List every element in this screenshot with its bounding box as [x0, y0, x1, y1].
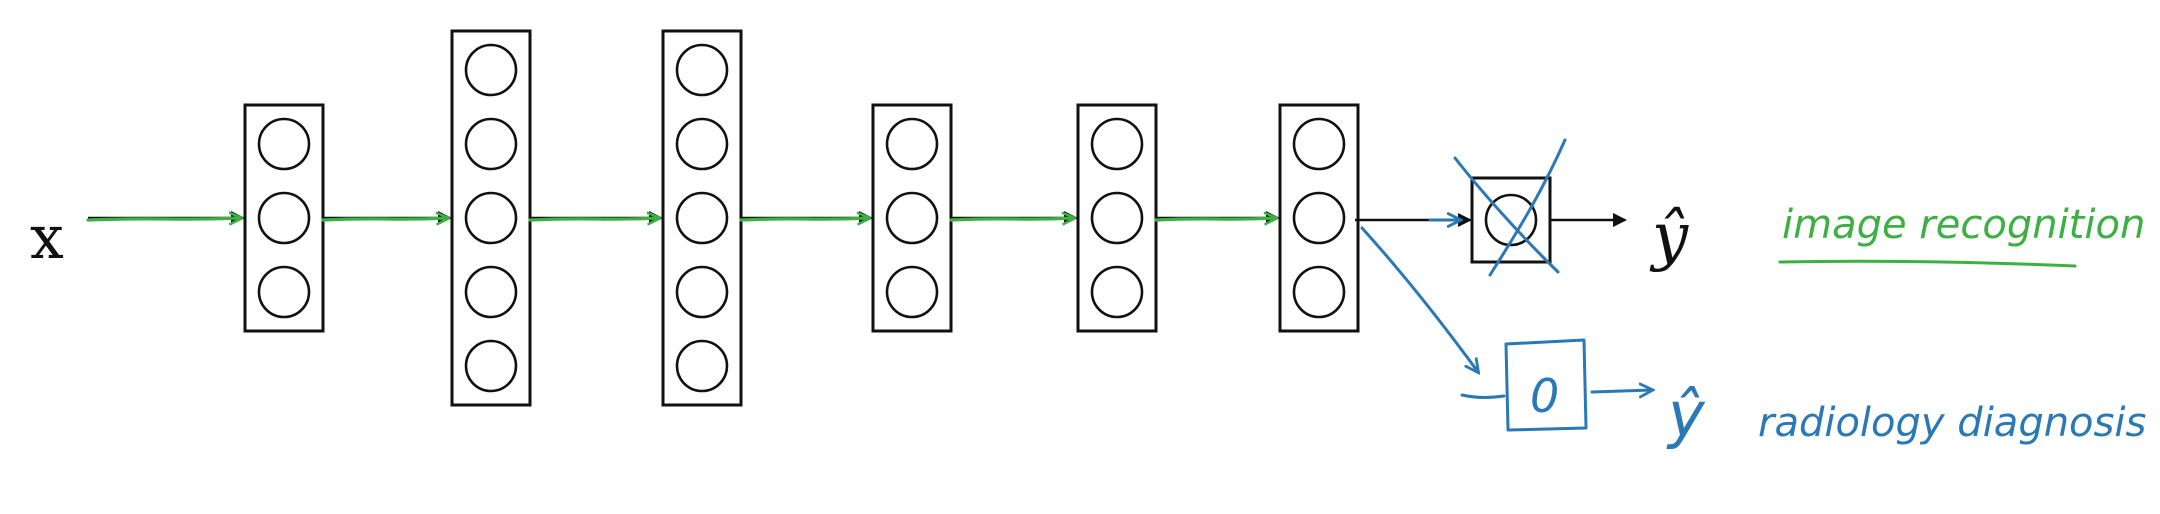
new-branch-tick [1460, 393, 1506, 399]
hidden-layer-2 [450, 29, 532, 407]
neuron [257, 191, 311, 245]
new-output-box [1504, 338, 1588, 432]
hidden-layer-3 [661, 29, 743, 407]
new-output-layer: 0 [1504, 338, 1588, 432]
neuron [885, 117, 939, 171]
neuron [464, 117, 518, 171]
original-output-layer [1453, 138, 1567, 277]
new-branch-connection [1360, 226, 1478, 372]
cross-out-icon [1453, 138, 1567, 277]
neuron [1090, 117, 1144, 171]
neuron [675, 117, 729, 171]
neuron [675, 191, 729, 245]
original-output-neuron [1484, 193, 1538, 247]
new-task-annotation: radiology diagnosis [1758, 400, 2146, 446]
new-output-label: ŷ [1666, 378, 1706, 451]
arrow-layer-2-to-3-highlight [528, 218, 659, 220]
hidden-layer-4 [871, 103, 953, 333]
arrow-layer-4-to-5-highlight [949, 218, 1074, 220]
neuron [675, 339, 729, 393]
original-task-underline [1778, 259, 2077, 268]
neuron [1292, 117, 1346, 171]
neuron [675, 43, 729, 97]
neuron [1292, 265, 1346, 319]
arrow-layer-3-to-4-highlight [739, 218, 869, 220]
neuron [1292, 191, 1346, 245]
neuron [675, 265, 729, 319]
neuron [464, 191, 518, 245]
neuron [1090, 191, 1144, 245]
neuron [885, 191, 939, 245]
neuron [1090, 265, 1144, 319]
input-label: x [30, 203, 64, 273]
neuron [464, 339, 518, 393]
neuron [257, 117, 311, 171]
neuron [464, 265, 518, 319]
arrow-input-to-layer-1-highlight [86, 218, 241, 220]
hidden-layer-1 [243, 103, 325, 333]
layer-connections [86, 211, 1280, 220]
neuron [464, 43, 518, 97]
hidden-layers [243, 29, 1360, 407]
arrow-to-new-y-hat [1590, 390, 1652, 392]
original-task-annotation: image recognition [1782, 202, 2145, 248]
hidden-layer-5 [1076, 103, 1158, 333]
arrow-layer-5-to-6-highlight [1154, 218, 1276, 220]
neuron [885, 265, 939, 319]
hidden-layer-6 [1278, 103, 1360, 333]
arrow-layer-1-to-2-highlight [321, 218, 448, 220]
neuron [257, 265, 311, 319]
output-label: ŷ [1649, 200, 1689, 274]
new-output-neuron: 0 [1530, 369, 1559, 423]
